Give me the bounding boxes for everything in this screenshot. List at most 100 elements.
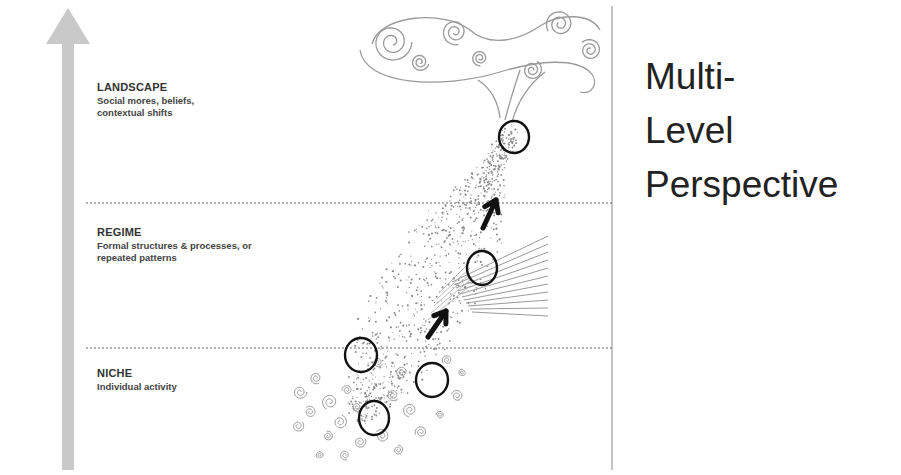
cloud-stem <box>478 80 500 118</box>
spray-dot <box>504 131 506 133</box>
spray-dot <box>513 137 514 138</box>
spray-dot <box>441 212 443 214</box>
spray-dot <box>371 416 373 418</box>
spray-dot <box>503 179 505 181</box>
spray-dot <box>496 153 497 154</box>
spray-dot <box>357 388 359 390</box>
spray-dot <box>417 339 419 341</box>
spray-dot <box>393 338 394 339</box>
spray-dot <box>455 250 457 252</box>
spray-dot <box>420 327 422 329</box>
spray-dot <box>399 255 400 256</box>
spray-dot <box>442 326 444 328</box>
level-description: Individual activity <box>97 381 253 393</box>
spray-dot <box>467 201 468 202</box>
niche-swirl <box>306 406 315 416</box>
spray-dot <box>365 417 367 419</box>
spray-dot <box>419 225 420 226</box>
spray-dot <box>385 291 387 293</box>
spray-dot <box>411 279 413 281</box>
spray-dot <box>497 175 499 177</box>
spray-dot <box>361 415 363 417</box>
spray-dot <box>433 348 435 350</box>
spray-dot <box>376 301 377 302</box>
spray-dot <box>458 252 460 254</box>
spray-dot <box>484 197 485 198</box>
spray-dot <box>471 172 473 174</box>
spray-dot <box>464 190 466 192</box>
spray-dot <box>407 309 408 310</box>
spray-dot <box>474 213 475 214</box>
spray-dot <box>406 279 407 280</box>
cloud-swirl <box>376 28 412 60</box>
spray-dot <box>475 219 477 221</box>
spray-dot <box>493 222 495 224</box>
spray-dot <box>515 142 517 144</box>
spray-dot <box>385 357 387 359</box>
spray-dot <box>406 363 408 365</box>
spray-dot <box>504 157 506 159</box>
spray-dot <box>389 340 390 341</box>
spray-dot <box>449 298 451 300</box>
spray-dot <box>497 160 499 162</box>
spray-dot <box>353 390 354 391</box>
spray-dot <box>449 231 451 233</box>
spray-dot <box>445 230 447 232</box>
spray-dot <box>493 215 495 217</box>
spray-dot <box>465 185 467 187</box>
highlight-circle <box>416 363 448 397</box>
spray-dot <box>465 241 466 242</box>
spray-dot <box>384 386 386 388</box>
spray-dot <box>428 210 429 211</box>
frame-line <box>612 6 613 470</box>
spray-dot <box>479 237 480 238</box>
spray-dot <box>404 263 406 265</box>
level-band: REGIMEFormal structures & processes, or … <box>88 203 612 348</box>
spray-dot <box>489 161 491 163</box>
spray-dot <box>349 403 351 405</box>
spray-dot <box>503 154 505 156</box>
spray-dot <box>475 199 477 201</box>
spray-dot <box>478 202 480 204</box>
spray-dot <box>499 155 501 157</box>
spray-dot <box>481 264 483 266</box>
spray-dot <box>450 293 452 295</box>
spray-dot <box>466 213 468 215</box>
spray-dot <box>416 274 417 275</box>
spray-dot <box>369 388 370 389</box>
spray-dot <box>467 207 468 208</box>
spray-dot <box>470 235 472 237</box>
spray-dot <box>478 248 480 250</box>
spray-dot <box>411 261 412 262</box>
spray-dot <box>487 181 489 183</box>
spray-dot <box>453 230 455 232</box>
level-description: Social mores, beliefs, contextual shifts <box>97 95 229 119</box>
spray-dot <box>436 244 437 245</box>
spray-dot <box>437 232 439 234</box>
spray-dot <box>347 402 348 403</box>
spray-dot <box>492 172 493 173</box>
spray-dot <box>447 213 449 215</box>
spray-dot <box>452 311 453 312</box>
spray-dot <box>426 259 427 260</box>
spray-dot <box>400 254 402 256</box>
spray-dot <box>445 283 446 284</box>
spray-dot <box>388 336 390 338</box>
spray-dot <box>383 287 384 288</box>
spray-dot <box>398 385 400 387</box>
spray-dot <box>391 384 392 385</box>
spray-dot <box>505 155 507 157</box>
regime-line <box>468 300 548 306</box>
spray-dot <box>478 186 480 188</box>
spray-dot <box>418 361 420 363</box>
spray-dot <box>500 150 502 152</box>
spray-dot <box>508 134 510 136</box>
spray-dot <box>451 205 453 207</box>
spray-dot <box>448 253 450 255</box>
spray-dot <box>466 204 468 206</box>
spray-dot <box>495 228 497 230</box>
spray-dot <box>446 211 447 212</box>
spray-dot <box>495 140 497 142</box>
spray-dot <box>428 321 430 323</box>
spray-dot <box>376 342 378 344</box>
